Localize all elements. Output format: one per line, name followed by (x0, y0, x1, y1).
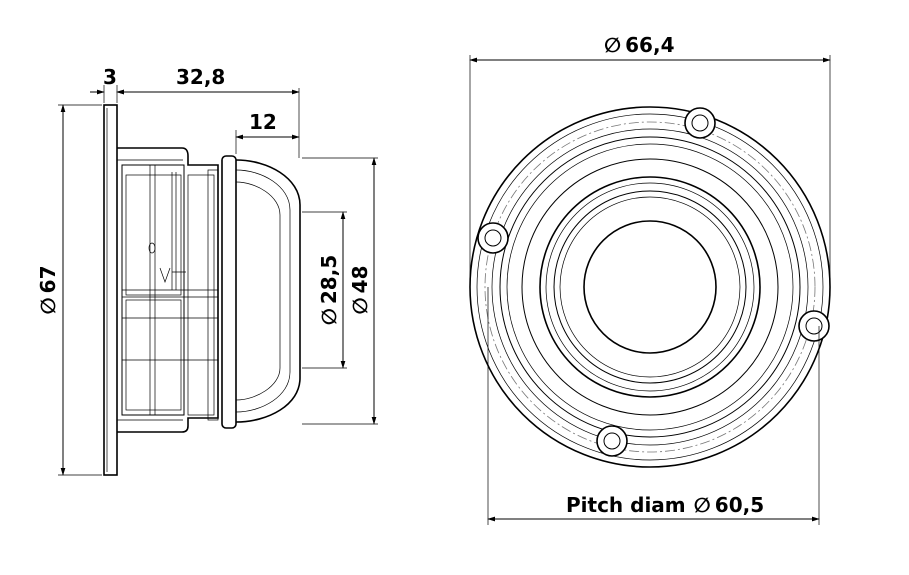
mounting-hole (798, 310, 830, 342)
dim-surround-depth: 12 (249, 110, 277, 134)
outer-rim (469, 106, 831, 468)
svg-text:∅67: ∅ 67 (36, 266, 60, 315)
dim-cone-diameter: 28,5 (317, 255, 341, 304)
mounting-hole (684, 107, 716, 139)
dim-pitch-diameter: 60,5 (715, 493, 764, 517)
pitch-diam-label: Pitch diam (566, 493, 686, 517)
diameter-symbol: ∅ (604, 33, 621, 57)
mounting-hole (477, 222, 509, 254)
front-view: ∅66,4 Pitch diam∅60,5 (469, 33, 831, 525)
svg-text:∅66,4: ∅66,4 (604, 33, 675, 57)
dim-flange-thickness: 3 (103, 65, 117, 89)
mounting-hole (596, 425, 628, 457)
diameter-symbol: ∅ (348, 297, 372, 314)
dim-flange-diameter: 67 (36, 266, 60, 294)
dim-surround-diameter: 48 (348, 266, 372, 294)
flange (103, 104, 118, 476)
surround (235, 159, 301, 423)
diameter-symbol: ∅ (317, 308, 341, 325)
dim-overall-depth: 32,8 (176, 65, 225, 89)
svg-text:∅28,5: ∅ 28,5 (317, 255, 341, 326)
svg-text:Pitch diam∅60,5: Pitch diam ∅60,5 (566, 493, 764, 517)
side-view: 3 32,8 12 ∅ 67 ∅ 28,5 ∅ 48 (36, 65, 378, 476)
front-plate (221, 155, 237, 429)
dust-cap (583, 220, 717, 354)
dim-outer-diameter: 66,4 (625, 33, 674, 57)
surround-ring (539, 176, 761, 398)
svg-text:∅48: ∅ 48 (348, 266, 372, 315)
diameter-symbol: ∅ (36, 297, 60, 314)
diameter-symbol: ∅ (694, 493, 711, 517)
pitch-circle (484, 121, 816, 453)
